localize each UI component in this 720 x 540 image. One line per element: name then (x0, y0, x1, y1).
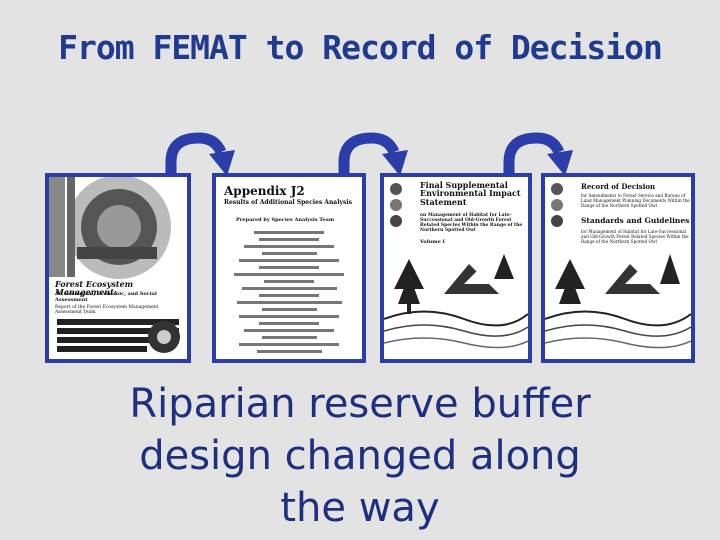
caption-line: design changed along (139, 433, 581, 479)
final-seis-cover: Final Supplemental Environmental Impact … (380, 173, 532, 363)
slide-caption: Riparian reserve buffer design changed a… (80, 378, 640, 534)
curved-arrow-icon (338, 132, 408, 186)
curved-arrow-icon (165, 132, 235, 186)
record-of-decision-cover: Record of Decision for Amendments to For… (541, 173, 695, 363)
doc-section: Standards and Guidelines (581, 216, 690, 225)
agency-logos (551, 183, 563, 227)
doc-section-sub: for Management of Habitat for Late-Succe… (581, 229, 689, 244)
doc-subtitle: for Amendments to Forest Service and Bur… (581, 193, 690, 208)
doc-subtitle: on Management of Habitat for Late-Succes… (420, 213, 523, 233)
appendix-j2-cover: Appendix J2 Results of Additional Specie… (212, 173, 366, 363)
femat-report-cover: Forest Ecosystem Management: An Ecologic… (45, 173, 191, 363)
doc-title: Record of Decision (581, 182, 656, 191)
doc-title: Forest Ecosystem Management: (55, 279, 134, 298)
doc-team: Prepared by Species Analysis Team (236, 217, 335, 223)
forest-river-illustration (384, 254, 528, 349)
doc-title: Final Supplemental Environmental Impact … (420, 180, 521, 207)
femat-cover-art (49, 177, 180, 353)
curved-arrow-icon (503, 132, 573, 186)
forest-river-illustration (545, 254, 691, 349)
doc-subtitle: An Ecological, Economic, and Social Asse… (55, 291, 157, 303)
author-list (216, 227, 362, 357)
caption-line: Riparian reserve buffer (129, 381, 591, 427)
doc-footer: Report of the Forest Ecosystem Managemen… (55, 305, 159, 315)
doc-volume: Volume I (420, 239, 445, 245)
caption-line: the way (280, 485, 440, 531)
agency-logos (390, 183, 402, 227)
doc-title: Appendix J2 (224, 184, 305, 198)
doc-subtitle: Results of Additional Species Analysis (224, 199, 352, 206)
slide-title: From FEMAT to Record of Decision (58, 28, 663, 67)
